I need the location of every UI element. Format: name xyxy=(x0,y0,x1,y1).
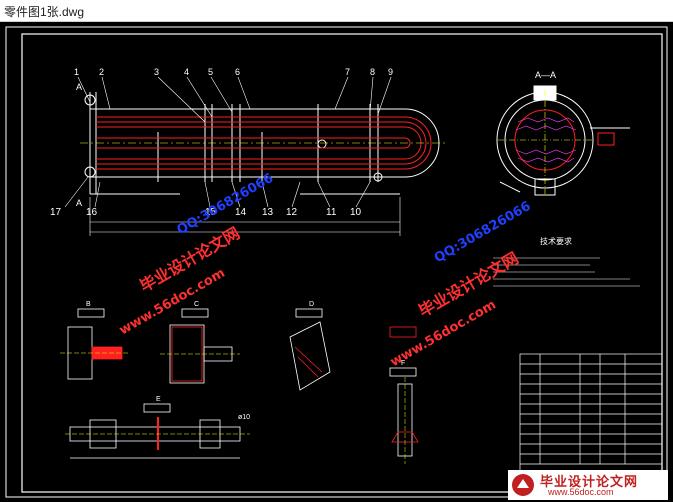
detail-d xyxy=(289,308,331,391)
svg-text:12: 12 xyxy=(286,207,298,218)
svg-text:3: 3 xyxy=(154,67,159,77)
tube-pattern xyxy=(515,117,577,163)
watermark-qq-2: QQ:306826066 xyxy=(432,199,534,266)
svg-text:14: 14 xyxy=(235,207,247,218)
svg-text:1: 1 xyxy=(74,67,79,77)
callout-numbers-top: 1 2 3 4 5 6 7 8 9 xyxy=(74,67,393,77)
svg-text:17: 17 xyxy=(50,207,62,218)
callout-leaders-top xyxy=(77,76,392,123)
svg-text:15: 15 xyxy=(205,207,217,218)
callout-leaders-bottom xyxy=(64,176,371,208)
inner-frame xyxy=(21,33,663,493)
section-label: A—A xyxy=(535,70,556,80)
detail-c-label: C xyxy=(194,301,199,308)
svg-text:7: 7 xyxy=(345,67,350,77)
svg-text:13: 13 xyxy=(262,207,274,218)
drawing-viewport[interactable]: 1 2 3 4 5 6 7 8 9 17 16 15 14 13 12 11 1… xyxy=(0,22,673,502)
callout-numbers-bottom: 17 16 15 14 13 12 11 10 xyxy=(50,207,362,218)
detail-c xyxy=(160,308,240,384)
svg-text:4: 4 xyxy=(184,67,189,77)
tech-notes-lines xyxy=(493,257,640,287)
svg-text:10: 10 xyxy=(350,207,362,218)
svg-text:8: 8 xyxy=(370,67,375,77)
svg-text:9: 9 xyxy=(388,67,393,77)
svg-text:2: 2 xyxy=(99,67,104,77)
detail-d-label: D xyxy=(309,301,314,308)
window-titlebar: 零件图1张.dwg xyxy=(0,0,673,22)
svg-text:11: 11 xyxy=(326,207,337,218)
detail-f-label: F xyxy=(401,360,405,367)
view-letter-a-bottom: A xyxy=(76,198,82,208)
window-title: 零件图1张.dwg xyxy=(4,5,85,19)
view-letter-a-top: A xyxy=(76,82,82,92)
u-tubes xyxy=(96,116,432,170)
detail-b xyxy=(60,308,130,380)
watermark-group-2: www.56doc.com 毕业设计论文网 QQ:306826066 xyxy=(388,199,534,370)
detail-b-label: B xyxy=(86,301,91,308)
title-block xyxy=(519,353,663,491)
svg-text:6: 6 xyxy=(235,67,240,77)
svg-text:5: 5 xyxy=(208,67,213,77)
overall-dimension xyxy=(89,197,401,236)
logo-mark-icon xyxy=(512,474,534,496)
detail-e xyxy=(65,403,250,459)
cad-drawing: 1 2 3 4 5 6 7 8 9 17 16 15 14 13 12 11 1… xyxy=(5,26,668,498)
svg-text:16: 16 xyxy=(86,207,98,218)
logo-text: 毕业设计论文网 xyxy=(540,475,639,490)
watermark-group-1: www.56doc.com 毕业设计论文网 QQ:306826066 xyxy=(117,171,276,339)
section-a-a xyxy=(496,85,630,196)
detail-f xyxy=(389,326,419,464)
logo-url: www.56doc.com xyxy=(548,487,614,497)
site-logo: 毕业设计论文网 www.56doc.com xyxy=(508,470,668,500)
outer-frame xyxy=(5,26,668,498)
notes-title: 技术要求 xyxy=(540,236,572,246)
detail-e-label: E xyxy=(156,396,161,403)
hole-dimension: ø10 xyxy=(238,414,250,421)
